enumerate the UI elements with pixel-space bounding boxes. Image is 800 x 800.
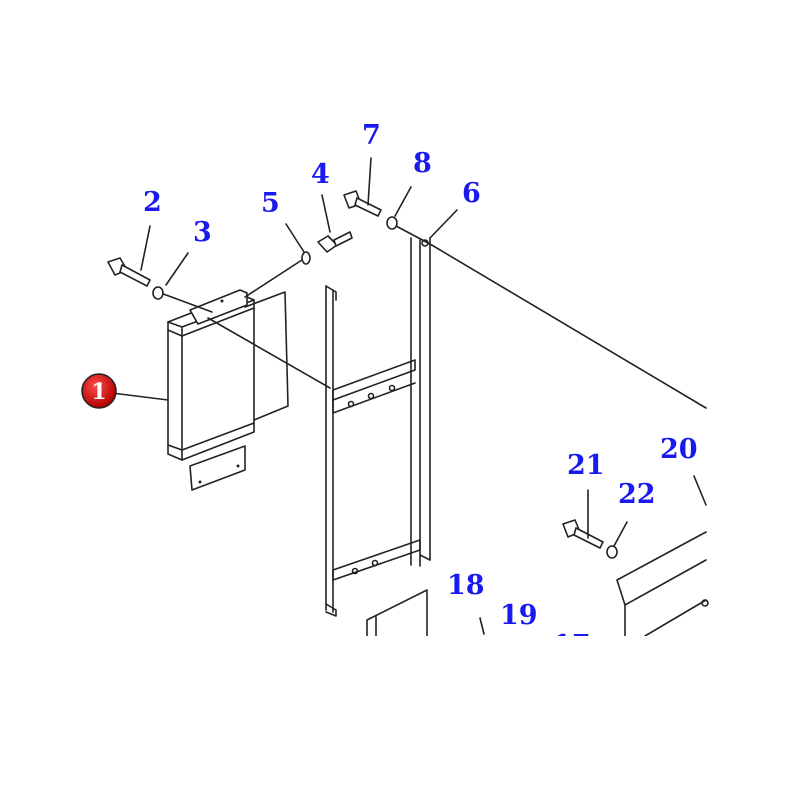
part-label-3: 3 [193,217,212,248]
bracket-frame-drawing [325,237,431,617]
part-label-19: 19 [500,600,538,631]
panel-drawings [366,475,709,636]
part-1-badge: 1 [81,373,117,409]
callout-leaders [111,157,628,547]
part-label-1: 1 [91,379,106,405]
part-label-5: 5 [261,188,280,219]
part-label-2: 2 [143,187,162,218]
part-label-6: 6 [462,178,481,209]
assembly-lines [157,225,707,409]
part-label-4: 4 [311,159,330,190]
radiator-drawing [167,289,289,491]
part-label-7: 7 [362,120,381,151]
part-label-22: 22 [618,479,656,510]
part-label-21: 21 [567,450,605,481]
part-label-8: 8 [413,148,432,179]
part-label-20: 20 [660,434,698,465]
part-label-17: 17 [553,630,591,661]
part-label-18: 18 [447,570,485,601]
